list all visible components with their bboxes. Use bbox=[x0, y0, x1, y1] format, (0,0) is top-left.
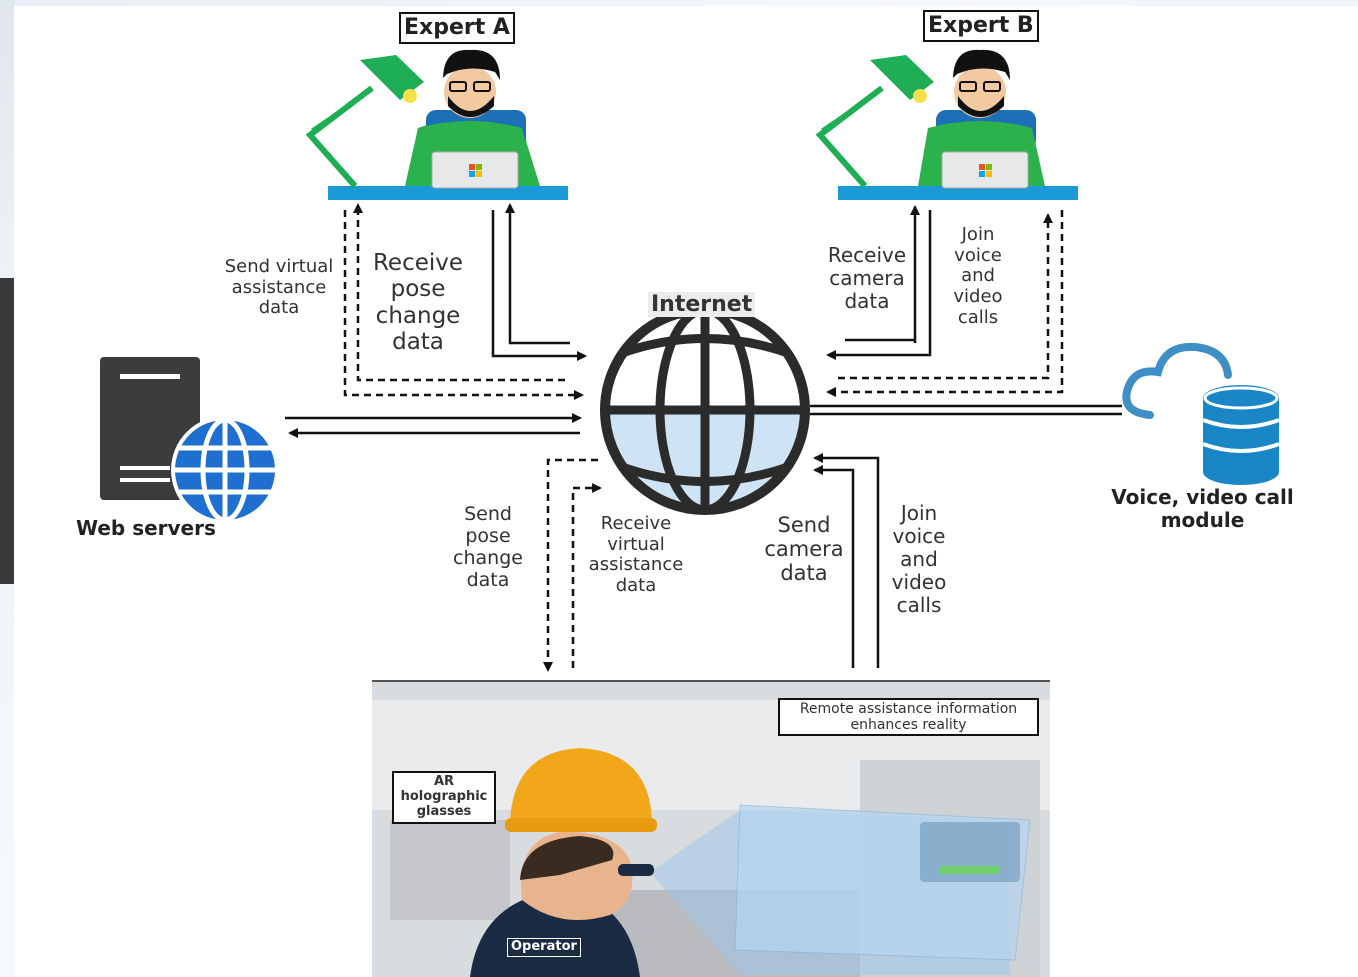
send-camera-label: Send camera data bbox=[764, 513, 844, 586]
join-voice-bottom-label: Join voice and video calls bbox=[891, 501, 947, 617]
background-photo-strip bbox=[0, 278, 14, 584]
receive-camera-label: Receive camera data bbox=[827, 243, 907, 313]
expert-a-links bbox=[343, 203, 587, 400]
voice-module-label: Voice, video call module bbox=[1111, 485, 1294, 532]
internet-globe-icon bbox=[600, 305, 810, 515]
send-virtual-assistance-label: Send virtual assistance data bbox=[224, 256, 334, 319]
expert-b-label: Expert B bbox=[923, 10, 1039, 42]
expert-a-label: Expert A bbox=[399, 12, 515, 44]
operator-links bbox=[543, 453, 880, 672]
expert-a-illustration bbox=[305, 49, 568, 200]
webserver-internet-links bbox=[285, 413, 582, 438]
operator-label: Operator bbox=[507, 938, 581, 957]
web-servers-label: Web servers bbox=[76, 516, 216, 540]
expert-a-lamp bbox=[305, 85, 374, 188]
internet-voice-links bbox=[810, 404, 1122, 416]
internet-label: Internet bbox=[648, 292, 756, 318]
join-voice-top-label: Join voice and video calls bbox=[953, 224, 1003, 328]
expert-b-links bbox=[826, 205, 1064, 397]
ar-glasses-label: AR holographic glasses bbox=[392, 771, 496, 824]
expert-b-illustration bbox=[815, 49, 1078, 200]
background-panel-left bbox=[0, 0, 14, 278]
receive-virtual-assistance-label: Receive virtual assistance data bbox=[588, 513, 684, 597]
voice-video-module-icon bbox=[1122, 342, 1282, 485]
send-pose-change-label: Send pose change data bbox=[453, 503, 523, 591]
remote-info-label: Remote assistance information enhances r… bbox=[778, 698, 1039, 737]
web-server-icon bbox=[100, 357, 279, 524]
receive-pose-change-label: Receive pose change data bbox=[372, 250, 464, 356]
